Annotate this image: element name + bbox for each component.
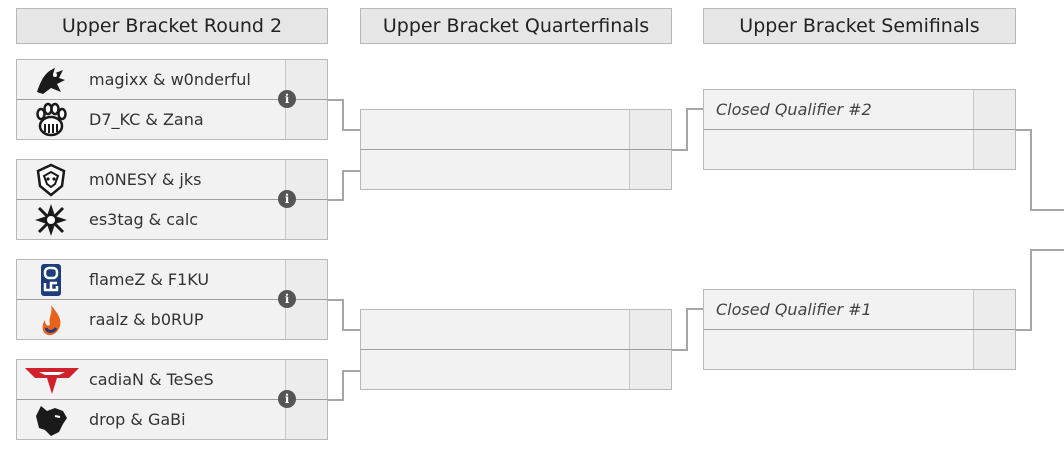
semifinals-match-2[interactable]: Closed Qualifier #1 — [703, 289, 1016, 371]
qualifier-placeholder: Closed Qualifier #1 — [716, 300, 872, 319]
g2-logo — [36, 163, 66, 197]
heroic-logo — [25, 368, 79, 394]
quarterfinals-match-2[interactable] — [360, 309, 672, 391]
match-slot-bottom[interactable] — [703, 129, 1016, 170]
match-slot-bottom[interactable]: D7_KC & Zana — [16, 99, 328, 140]
score-cell — [285, 400, 327, 439]
team-name: raalz & b0RUP — [89, 310, 204, 329]
score-cell — [973, 330, 1015, 369]
match-info-icon[interactable]: i — [278, 190, 296, 208]
score-cell — [285, 300, 327, 339]
match-slot-top[interactable] — [360, 309, 672, 350]
match-slot-top[interactable]: Closed Qualifier #1 — [703, 289, 1016, 330]
semifinals-header: Upper Bracket Semifinals — [703, 8, 1016, 44]
match-slot-top[interactable]: magixx & w0nderful — [16, 59, 328, 100]
qualifier-placeholder: Closed Qualifier #2 — [716, 100, 872, 119]
ninjas-in-pyjamas-logo — [35, 204, 67, 236]
semifinals-match-1[interactable]: Closed Qualifier #2 — [703, 89, 1016, 171]
match-slot-bottom[interactable]: es3tag & calc — [16, 199, 328, 240]
round2-match-4[interactable]: cadiaN & TeSeS drop & GaBi i — [16, 359, 328, 441]
score-cell — [629, 150, 671, 189]
match-slot-top[interactable]: flameZ & F1KU — [16, 259, 328, 300]
score-cell — [629, 350, 671, 389]
match-info-icon[interactable]: i — [278, 90, 296, 108]
score-cell — [973, 90, 1015, 129]
score-cell — [973, 290, 1015, 329]
score-cell — [285, 100, 327, 139]
match-slot-bottom[interactable]: raalz & b0RUP — [16, 299, 328, 340]
match-slot-top[interactable] — [360, 109, 672, 150]
match-slot-bottom[interactable] — [360, 349, 672, 390]
score-cell — [629, 310, 671, 349]
quarterfinals-match-1[interactable] — [360, 109, 672, 191]
big-paw-logo — [36, 102, 67, 137]
team-name: D7_KC & Zana — [89, 110, 204, 129]
score-cell — [973, 130, 1015, 169]
round2-header: Upper Bracket Round 2 — [16, 8, 328, 44]
match-slot-bottom[interactable] — [703, 329, 1016, 370]
match-slot-top[interactable]: m0NESY & jks — [16, 159, 328, 200]
quarterfinals-header: Upper Bracket Quarterfinals — [360, 8, 672, 44]
og-logo — [41, 264, 61, 296]
furia-panther-logo — [36, 406, 67, 436]
score-cell — [285, 200, 327, 239]
match-slot-bottom[interactable]: drop & GaBi — [16, 399, 328, 440]
match-slot-top[interactable]: Closed Qualifier #2 — [703, 89, 1016, 130]
round2-match-2[interactable]: m0NESY & jks es3tag & calc i — [16, 159, 328, 241]
team-name: cadiaN & TeSeS — [89, 370, 214, 389]
score-cell — [629, 110, 671, 149]
round2-match-1[interactable]: magixx & w0nderful D7_KC & Zana i — [16, 59, 328, 141]
flame-logo — [42, 305, 61, 336]
team-name: magixx & w0nderful — [89, 70, 251, 89]
match-info-icon[interactable]: i — [278, 390, 296, 408]
match-info-icon[interactable]: i — [278, 290, 296, 308]
team-name: m0NESY & jks — [89, 170, 202, 189]
match-slot-bottom[interactable] — [360, 149, 672, 190]
team-spirit-dragon-logo — [37, 68, 65, 94]
team-name: flameZ & F1KU — [89, 270, 210, 289]
round2-match-3[interactable]: flameZ & F1KU raalz & b0RUP i — [16, 259, 328, 341]
team-name: es3tag & calc — [89, 210, 199, 229]
team-name: drop & GaBi — [89, 410, 186, 429]
